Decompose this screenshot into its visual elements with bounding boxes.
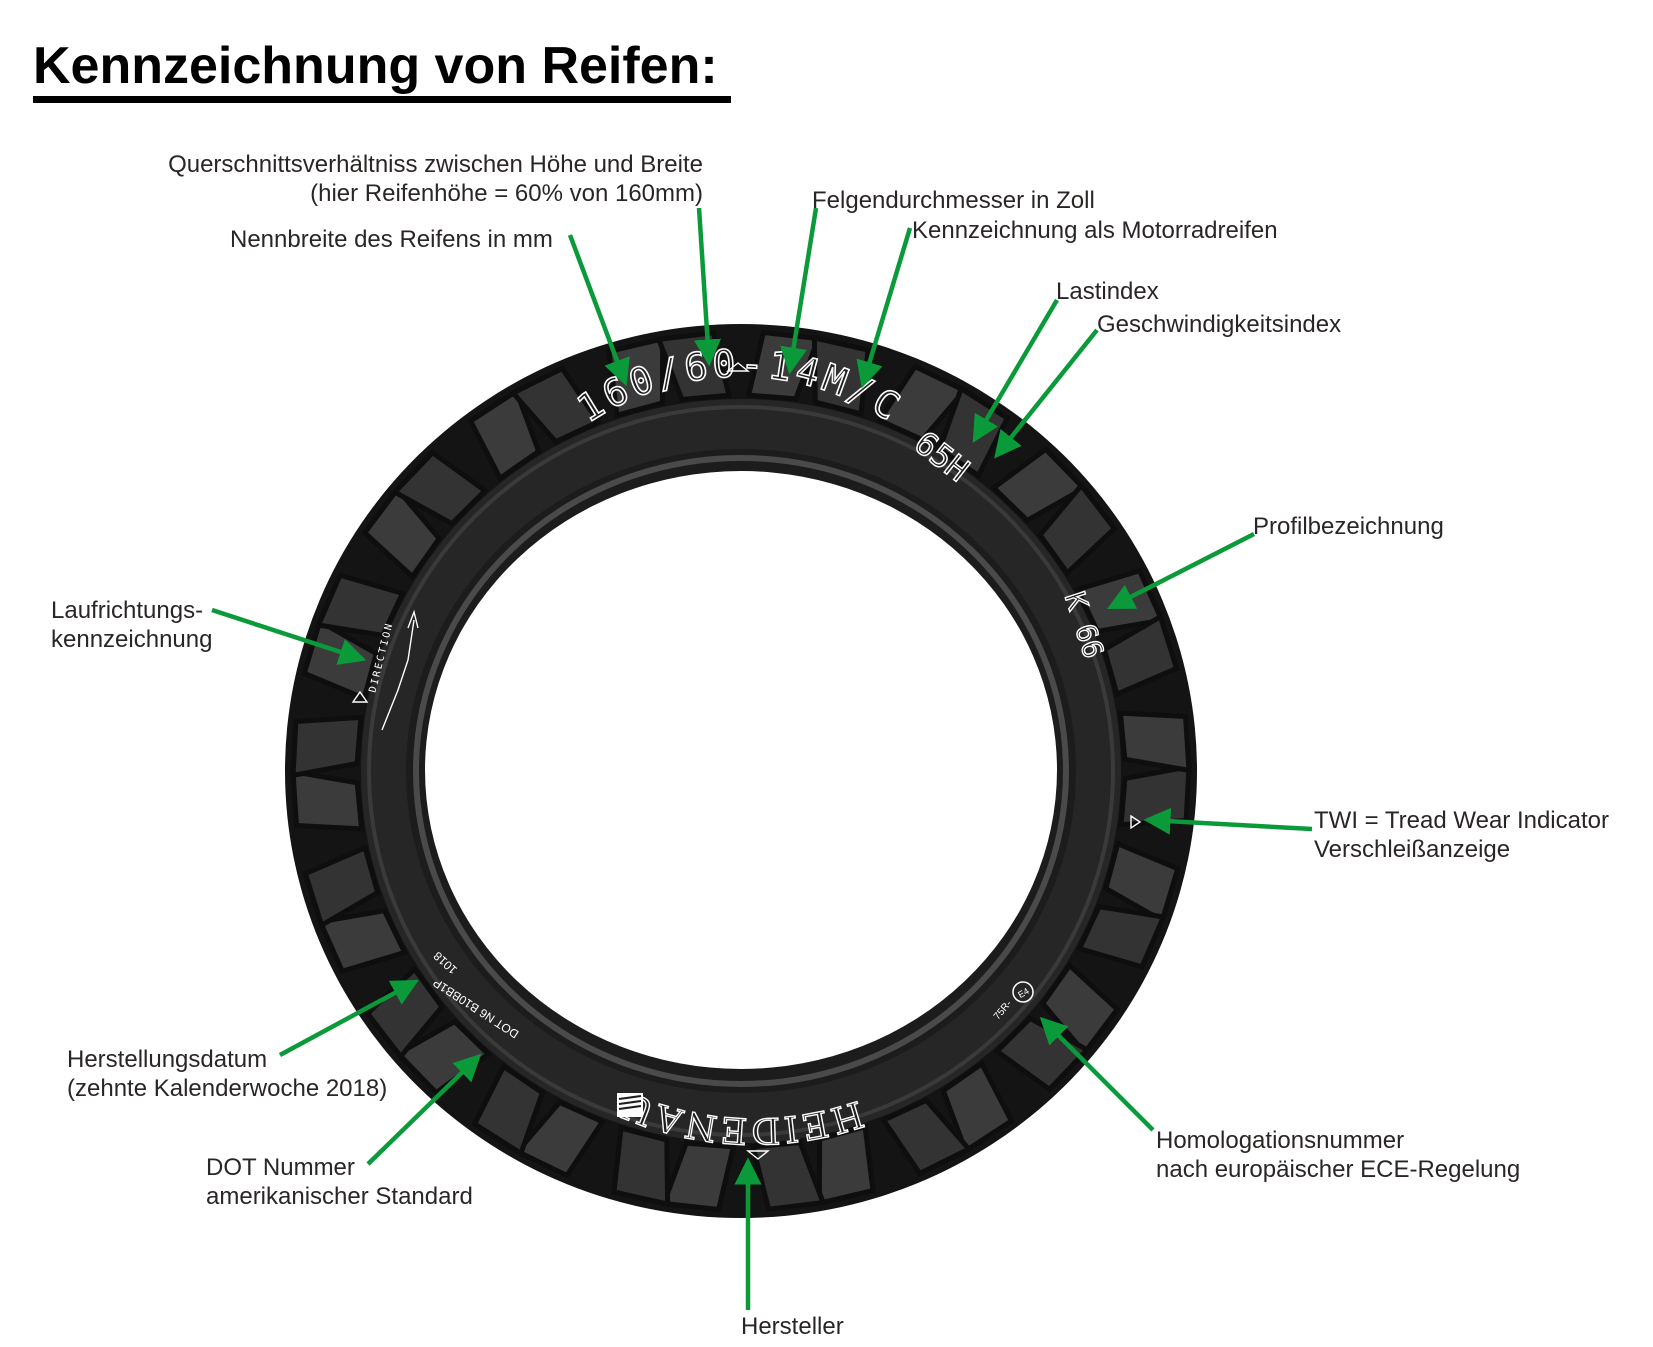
label-manufacturer: Hersteller	[741, 1313, 844, 1340]
tread-block	[390, 449, 489, 527]
label-aspect-ratio-line2: (hier Reifenhöhe = 60% von 160mm)	[310, 180, 703, 207]
tread-block	[471, 1062, 546, 1158]
tread-block	[302, 844, 381, 930]
arrow-aspect-ratio	[694, 207, 722, 367]
tread-block	[361, 485, 443, 581]
label-motorcycle: Kennzeichnung als Motorradreifen	[912, 217, 1278, 244]
label-load-index: Lastindex	[1056, 278, 1159, 305]
tread-block	[1039, 961, 1121, 1057]
arrow-speed-index	[994, 328, 1099, 459]
sidewall-ridge	[367, 405, 1115, 1137]
label-direction: Laufrichtungs- kennzeichnung	[51, 596, 212, 654]
tire-rim-hole	[425, 471, 1057, 1069]
tread-block	[1117, 710, 1192, 774]
twi-triangle-right-icon	[1130, 814, 1142, 830]
arrow-motorcycle	[856, 227, 913, 389]
label-production-date: Herstellungsdatum (zehnte Kalenderwoche …	[67, 1045, 387, 1103]
ece-mark: E4	[1016, 986, 1031, 1000]
tread-block	[749, 1139, 827, 1212]
tire	[285, 324, 1197, 1218]
label-twi-line2: Verschleißanzeige	[1314, 836, 1511, 863]
bead-highlight	[413, 455, 1069, 1087]
arrow-dot	[366, 1053, 482, 1166]
tread-block	[611, 1125, 671, 1208]
manufacturer-logo-icon	[617, 1093, 643, 1117]
label-dot-line2: amerikanischer Standard	[206, 1183, 473, 1210]
tread-block	[1036, 481, 1118, 577]
tread-block	[1102, 840, 1181, 925]
tread-block	[314, 572, 407, 639]
label-width: Nennbreite des Reifens in mm	[230, 226, 553, 253]
label-direction-line1: Laufrichtungs-	[51, 597, 204, 624]
tread-blocks	[290, 329, 1192, 1213]
page-title: Kennzeichnung von Reifen:	[33, 37, 718, 95]
label-aspect-ratio: Querschnittsverhältniss zwischen Höhe un…	[140, 150, 703, 208]
label-rim-diameter: Felgendurchmesser in Zoll	[812, 187, 1095, 214]
label-twi-line1: TWI = Tread Wear Indicator	[1314, 807, 1609, 834]
ece-circle-icon	[1012, 981, 1034, 1003]
tread-block	[875, 363, 969, 443]
label-speed-index: Geschwindigkeitsindex	[1097, 311, 1342, 338]
leader-arrows	[211, 207, 1313, 1310]
label-production-date-line1: Herstellungsdatum	[67, 1046, 268, 1073]
tread-block	[1101, 612, 1180, 698]
arrow-width	[567, 234, 630, 387]
tread-block	[290, 714, 364, 779]
label-twi: TWI = Tread Wear Indicator Verschleißanz…	[1314, 806, 1609, 864]
tread-block	[467, 387, 542, 482]
label-dot: DOT Nummer amerikanischer Standard	[206, 1153, 473, 1211]
tread-block	[879, 1097, 973, 1177]
tread-block	[1075, 903, 1168, 970]
direction-arrowhead-icon	[407, 609, 419, 629]
arrow-load-index	[972, 298, 1059, 443]
tread-block	[513, 1099, 607, 1179]
direction-arrow-icon	[381, 619, 415, 731]
label-homologation-line2: nach europäischer ECE-Regelung	[1156, 1156, 1521, 1183]
tread-block	[989, 445, 1088, 524]
arrow-profile	[1106, 531, 1256, 610]
twi-triangle-bottom-icon	[746, 1150, 770, 1160]
label-dot-line1: DOT Nummer	[206, 1154, 355, 1181]
tread-block	[316, 907, 409, 975]
label-profile: Profilbezeichnung	[1253, 513, 1444, 540]
label-direction-line2: kennzeichnung	[51, 626, 213, 653]
label-homologation: Homologationsnummer nach europäischer EC…	[1156, 1126, 1520, 1184]
label-production-date-line2: (zehnte Kalenderwoche 2018)	[67, 1075, 388, 1102]
tread-block	[290, 768, 365, 832]
tread-block	[364, 965, 446, 1061]
twi-triangle-left-icon	[351, 690, 369, 703]
arrow-production-date	[278, 979, 419, 1057]
tread-block	[940, 1060, 1015, 1155]
label-homologation-line1: Homologationsnummer	[1156, 1127, 1405, 1154]
tread-block	[509, 365, 603, 445]
tread-block	[660, 1140, 737, 1213]
arrow-rim-diameter	[780, 207, 819, 375]
arrow-homologation	[1039, 1016, 1155, 1132]
tread-block	[816, 1123, 876, 1207]
arrow-direction	[211, 607, 367, 665]
tread-block	[1118, 763, 1192, 828]
tread-block	[811, 334, 871, 417]
label-aspect-ratio-line1: Querschnittsverhältniss zwischen Höhe un…	[168, 151, 703, 178]
title-underline	[33, 96, 731, 103]
twi-triangle-top-icon	[726, 362, 750, 372]
arrow-twi	[1143, 807, 1313, 835]
